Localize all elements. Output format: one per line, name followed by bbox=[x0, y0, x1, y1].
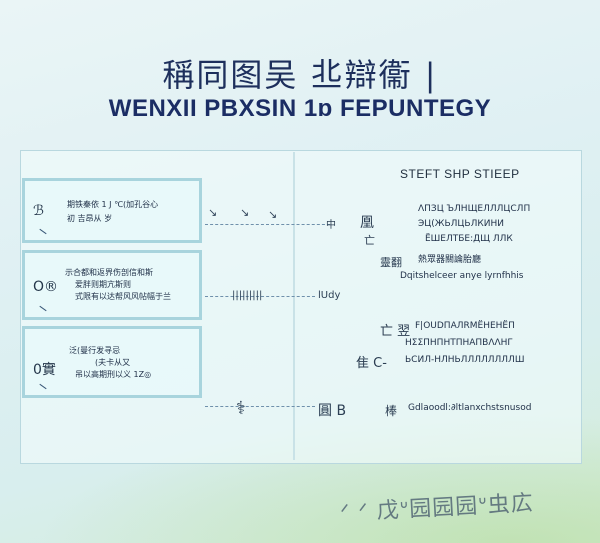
step-1-line-1: ΛΠЗЦ ЪЛНЩЕЛЛЛЦСЛП bbox=[418, 204, 531, 214]
step-1-line-2: ЭЦ(ЖЬЛЦЬЛКИНИ bbox=[418, 219, 504, 229]
connector-row-3 bbox=[205, 406, 315, 407]
row-3-line-3: 吊以高期刑以义 1Z◎ bbox=[75, 370, 152, 379]
connector-row-2 bbox=[205, 296, 315, 297]
panel-divider bbox=[293, 152, 295, 460]
step-2-line-1: 熱眾器關論胎廳 bbox=[418, 255, 482, 265]
row-3-line-1: 泛(曼行发寻忌 bbox=[69, 346, 121, 355]
mid-label-2b: lUdy bbox=[318, 290, 341, 301]
left-row-3: 0實 泛(曼行发寻忌 (夫卡从又 吊以高期刑以义 1Z◎ bbox=[22, 326, 202, 398]
step-4-line-1: Gdlaoodl:∂ltlanxchstsnusod bbox=[408, 403, 532, 413]
row-1-icon: ℬ bbox=[33, 203, 45, 219]
left-row-1: ℬ 期铁秦依 1 J ℃(加孔谷心 初 吉昂从 岁 bbox=[22, 178, 202, 243]
step-3-icon: 亡 翌 bbox=[380, 324, 411, 339]
mid-label-3b: 圓 B bbox=[318, 403, 347, 419]
row-2-line-1: 示合都和返界伤剖信和斯 bbox=[65, 268, 153, 277]
step-3-line-1: F|OUDПAЛRMЁНЕНЁП bbox=[415, 321, 515, 331]
step-2-icon: 靈翻 bbox=[380, 256, 402, 269]
connector-arrow-icon-2: ↘ bbox=[240, 206, 250, 219]
row-3-tick-icon bbox=[39, 383, 47, 390]
row-2-line-2: 爱胖则期亢斯则 bbox=[75, 280, 131, 289]
step-3-line-3: ЬСИЛ-НЛНЬЛЛЛЛЛЛЛЛШ bbox=[405, 355, 525, 365]
row-2-tick-icon bbox=[39, 305, 47, 312]
page-title-english: WENXII PBXSIN 1ɒ FEPUNTEGY bbox=[108, 95, 492, 122]
page-title-chinese: 稱同图吴 丠辯衞 | bbox=[162, 56, 438, 94]
row-1-tick-icon bbox=[39, 228, 47, 235]
steps-heading: STEFT SHP STIEEP bbox=[400, 167, 520, 181]
row-2-icon: O® bbox=[33, 279, 59, 295]
row-1-line-1: 期铁秦依 1 J ℃(加孔谷心 bbox=[67, 200, 159, 209]
step-4-icon: 棒 bbox=[385, 404, 398, 418]
left-row-2: O® 示合都和返界伤剖信和斯 爱胖则期亢斯则 式限有以达帮风风帖幅于兰 bbox=[22, 250, 202, 320]
mid-label-3: ⚕ bbox=[236, 398, 246, 419]
row-3-line-2: (夫卡从又 bbox=[95, 358, 131, 367]
mid-label-2: ||||||||| bbox=[232, 290, 263, 301]
row-2-line-3: 式限有以达帮风风帖幅于兰 bbox=[75, 292, 171, 301]
mid-label-1: 中 bbox=[326, 220, 336, 231]
step-1-line-3: ЁШЕЛТБЕ:ДЩ ЛЛК bbox=[425, 234, 513, 244]
step-1-icon: 凰 bbox=[360, 215, 374, 231]
connector-arrow-icon-1: ↘ bbox=[208, 206, 218, 219]
step-2-line-2: Dqitshelceer anye lyrnfhhis bbox=[400, 271, 524, 281]
step-1-icon-secondary: 亡 bbox=[364, 234, 375, 247]
row-1-line-2: 初 吉昂从 岁 bbox=[67, 214, 113, 223]
step-3-line-2: ΗΣΣΠΗΠΗΤΠΗΑΠΒΛΛΗΓ bbox=[405, 338, 513, 348]
connector-arrow-icon-3: ↘ bbox=[268, 208, 278, 221]
row-3-icon: 0實 bbox=[33, 362, 56, 378]
connector-row-1 bbox=[205, 224, 330, 225]
step-3-icon-secondary: 隹 C- bbox=[356, 356, 387, 371]
